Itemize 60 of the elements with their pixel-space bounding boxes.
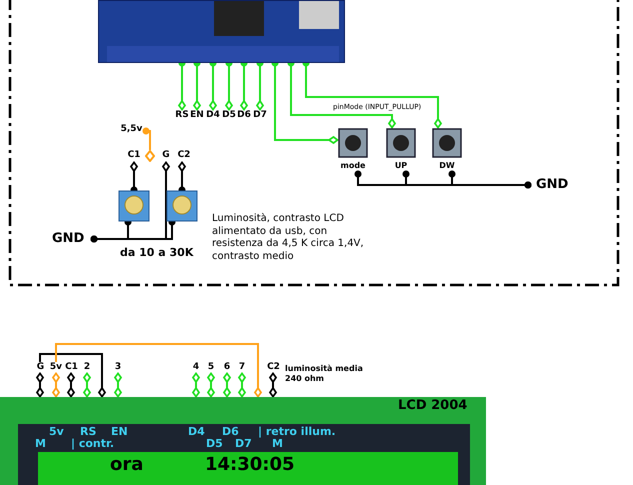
pin-name: EN [111, 426, 128, 438]
pin-label: D7 [252, 110, 268, 122]
pin-name: D5 [206, 438, 223, 450]
pin-label: EN [189, 110, 205, 122]
display-text: ora [110, 455, 144, 475]
wire [114, 372, 122, 398]
wire [207, 372, 215, 398]
wire [52, 372, 60, 398]
pin-name: D4 [188, 426, 205, 438]
pin-label: 5 [206, 362, 216, 373]
wire [36, 372, 44, 398]
module-title: LCD 2004 [398, 398, 468, 413]
pin-label: C2 [266, 362, 281, 373]
pin-label: 7 [237, 362, 247, 373]
pin-label: 6 [222, 362, 232, 373]
ground-label: GND [528, 177, 572, 193]
ground-label: GND [52, 231, 94, 247]
pin-label: C1 [64, 362, 79, 373]
microcontroller-board-photo [98, 0, 345, 63]
pin-label: C2 [176, 150, 192, 162]
wire [238, 372, 246, 398]
pin-label: 5,5v [117, 124, 146, 137]
pin-name: | contr. [71, 438, 114, 450]
note-text: Luminosità, contrasto LCD alimentato da usb, con resistenza da 4,5 K circa 1,4V, contrasto medio [212, 213, 365, 263]
pin-label: 2 [82, 362, 92, 373]
wire [83, 372, 91, 398]
wire [55, 343, 262, 398]
pin-label: 4 [191, 362, 201, 373]
wire [269, 372, 277, 398]
pin-name: M [272, 438, 283, 450]
pin-name: D7 [235, 438, 252, 450]
wire [39, 353, 106, 398]
lcd-module [0, 397, 486, 485]
wire [223, 372, 231, 398]
wire [130, 162, 138, 194]
wire [142, 128, 151, 150]
pin-name: M [35, 438, 46, 450]
pin-label: RS [174, 110, 190, 122]
wire [67, 372, 75, 398]
pin-label: 5v [49, 362, 63, 373]
pin-name: D6 [222, 426, 239, 438]
pin-name: | retro illum. [258, 426, 336, 438]
pin-label: D5 [221, 110, 237, 122]
pin-label: C1 [126, 150, 142, 162]
pin-label: G [160, 150, 172, 162]
wire [192, 372, 200, 398]
display-text: 14:30:05 [205, 455, 295, 475]
pin-name: 5v [49, 426, 64, 438]
pin-label: D4 [205, 110, 221, 122]
pin-label: G [35, 362, 46, 373]
button-label: UP [394, 161, 408, 171]
button-label: DW [438, 161, 456, 171]
wire [178, 162, 186, 194]
pin-label: D6 [236, 110, 252, 122]
button-label: mode [340, 161, 366, 171]
pin-label: 3 [113, 362, 123, 373]
wire [448, 170, 532, 188]
pin-name: RS [80, 426, 96, 438]
note-text: luminosità media 240 ohm [285, 364, 364, 384]
value-label: da 10 a 30K [120, 246, 194, 259]
